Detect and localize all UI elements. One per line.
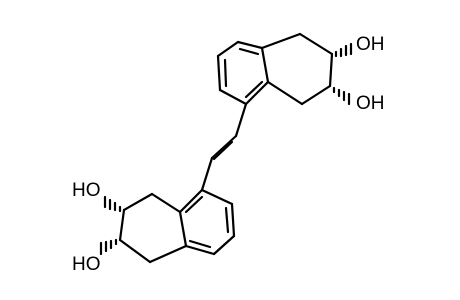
bond: [216, 40, 240, 58]
lower-ring-system: HO HO: [72, 180, 236, 275]
bond: [178, 188, 204, 214]
hydroxyl-label: OH: [356, 93, 385, 114]
bond: [230, 202, 236, 238]
bond: [150, 192, 182, 214]
bond: [328, 52, 334, 88]
bond: [118, 238, 152, 264]
bond: [234, 102, 248, 138]
aromatic-inner-bond: [184, 195, 204, 214]
hashed-bond: [99, 238, 118, 256]
hashed-bond: [332, 86, 351, 106]
bond: [178, 210, 188, 248]
bond: [298, 32, 334, 56]
bond: [200, 156, 214, 192]
bond: [148, 244, 188, 264]
hashed-bond: [103, 195, 122, 213]
hashed-bond: [334, 42, 353, 58]
bond: [236, 40, 264, 50]
vinylene-linker: [200, 102, 248, 192]
bond: [200, 188, 234, 206]
bond: [122, 192, 154, 212]
bond: [266, 80, 304, 106]
bond: [212, 234, 236, 256]
aromatic-inner-bond: [238, 47, 260, 56]
bond: [184, 244, 216, 256]
bond: [218, 88, 248, 106]
upper-ring-system: OH OH: [216, 32, 385, 114]
bond: [244, 80, 270, 106]
aromatic-inner-bond: [244, 80, 264, 99]
double-bond-inner: [212, 140, 234, 161]
hydroxyl-label: HO: [72, 180, 101, 201]
bond: [216, 54, 222, 92]
aromatic-inner-bond: [188, 239, 212, 249]
aromatic-inner-bond: [223, 58, 228, 88]
hydroxyl-label: HO: [72, 254, 101, 275]
bond: [300, 84, 332, 106]
hydroxyl-label: OH: [356, 34, 385, 55]
aromatic-inner-bond: [224, 206, 230, 234]
bond: [210, 134, 238, 160]
bond: [260, 32, 302, 50]
bond: [118, 208, 126, 242]
bond: [260, 46, 270, 84]
